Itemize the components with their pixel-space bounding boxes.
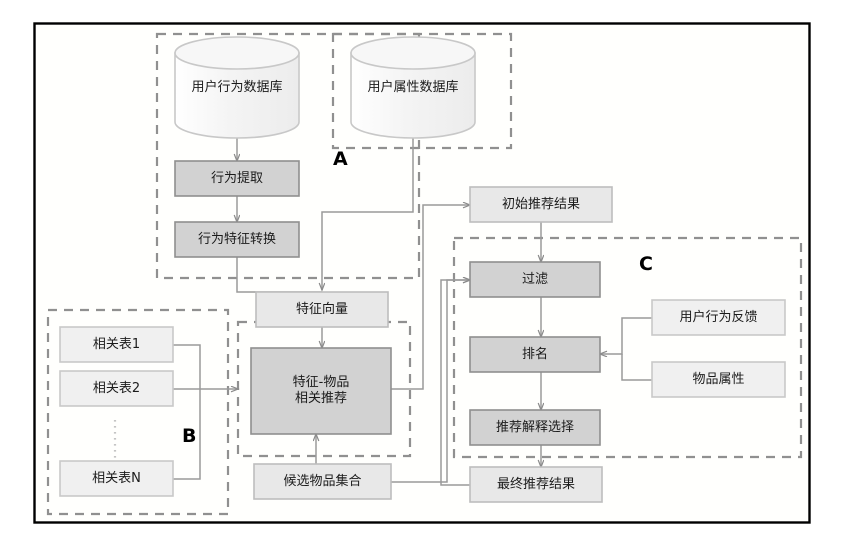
box-item-attribute bbox=[651, 361, 786, 398]
box-related-table-2 bbox=[59, 370, 174, 407]
box-feature-item-recommend bbox=[250, 347, 392, 435]
group-label-b: B bbox=[182, 425, 197, 447]
cylinder-user-attribute-db bbox=[350, 36, 476, 139]
group-label-c: C bbox=[639, 253, 653, 275]
edge-tablen-bus bbox=[173, 389, 201, 480]
edge-itemattr-ranking bbox=[621, 354, 652, 381]
box-behavior-feature-transform bbox=[174, 221, 300, 258]
group-box-c bbox=[452, 236, 803, 459]
edge-recommend-initialresult bbox=[391, 205, 470, 390]
box-recommend-explain-select bbox=[469, 409, 601, 446]
box-related-table-n bbox=[59, 460, 174, 497]
box-initial-recommend-result bbox=[469, 186, 613, 223]
box-final-recommend-result bbox=[469, 466, 603, 503]
group-box-a-ext bbox=[331, 32, 513, 150]
box-feature-vector bbox=[255, 291, 389, 328]
group-label-a: A bbox=[333, 148, 348, 170]
box-candidate-item-set bbox=[253, 463, 392, 500]
edge-finalresult-filter bbox=[440, 280, 487, 486]
box-related-table-1 bbox=[59, 326, 174, 363]
edge-feedback-ranking bbox=[600, 317, 652, 354]
box-user-behavior-feedback bbox=[651, 299, 786, 336]
box-behavior-extraction bbox=[174, 160, 300, 197]
box-filter bbox=[469, 261, 601, 298]
group-box-a bbox=[155, 32, 421, 280]
edge-table1-bus bbox=[173, 344, 201, 389]
cylinder-user-behavior-db bbox=[174, 36, 300, 139]
edge-attrdb-featurevector bbox=[322, 137, 414, 290]
box-ranking bbox=[469, 336, 601, 373]
